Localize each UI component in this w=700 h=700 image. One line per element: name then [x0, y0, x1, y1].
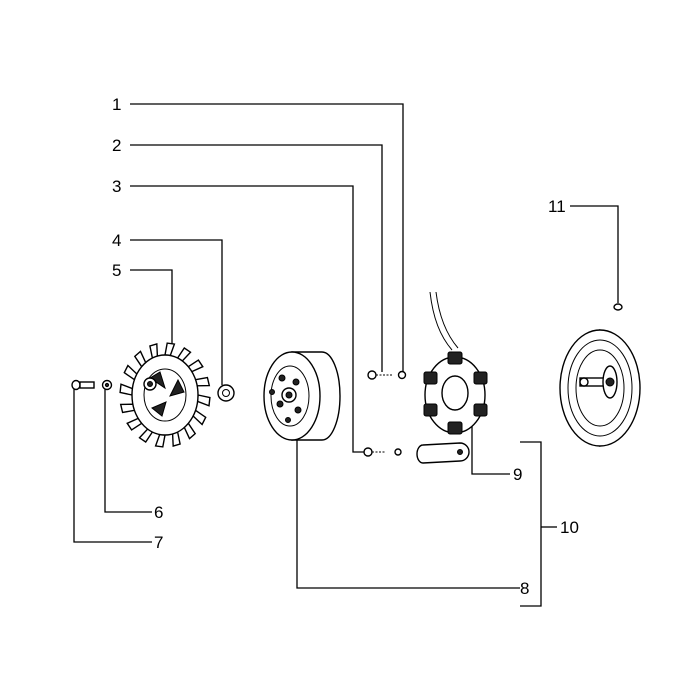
leader-8 [296, 440, 520, 589]
callout-labels: 1 2 3 4 5 6 7 8 9 10 11 [112, 95, 579, 598]
fan-blade [164, 342, 176, 357]
screw-part-3 [363, 447, 402, 457]
leader-3 [130, 185, 366, 453]
fan-part-5 [119, 342, 211, 448]
leader-5 [130, 269, 173, 345]
callout-2: 2 [112, 136, 121, 155]
callout-8: 8 [520, 579, 529, 598]
fan-blade [154, 433, 166, 448]
callout-5: 5 [112, 261, 121, 280]
screw-part-7 [71, 379, 95, 391]
washer-part-6 [101, 379, 113, 391]
leader-2 [130, 144, 383, 372]
callout-9: 9 [513, 465, 522, 484]
leader-6 [104, 386, 152, 513]
fan-blade [119, 383, 134, 396]
leader-11 [570, 205, 619, 303]
leader-9 [471, 418, 510, 475]
screw-part-2 [367, 370, 392, 380]
leader-7 [73, 386, 152, 543]
nut-part-4 [217, 384, 235, 402]
cover-plate [559, 329, 641, 447]
rotor-part-8 [263, 351, 341, 441]
callout-3: 3 [112, 177, 121, 196]
leader-lines [73, 103, 619, 607]
leader-4 [130, 239, 223, 385]
leader-1 [130, 103, 404, 372]
callout-6: 6 [154, 503, 163, 522]
bracket-10 [520, 441, 542, 607]
callout-7: 7 [154, 533, 163, 552]
callout-4: 4 [112, 231, 121, 250]
stator-part-9 [416, 291, 488, 464]
callout-10: 10 [560, 518, 579, 537]
fan-blade [196, 394, 211, 407]
callout-1: 1 [112, 95, 121, 114]
washer-part-1 [397, 370, 407, 380]
callout-11: 11 [548, 197, 566, 216]
fan-blades [119, 342, 211, 448]
nut-part-11 [613, 303, 623, 311]
